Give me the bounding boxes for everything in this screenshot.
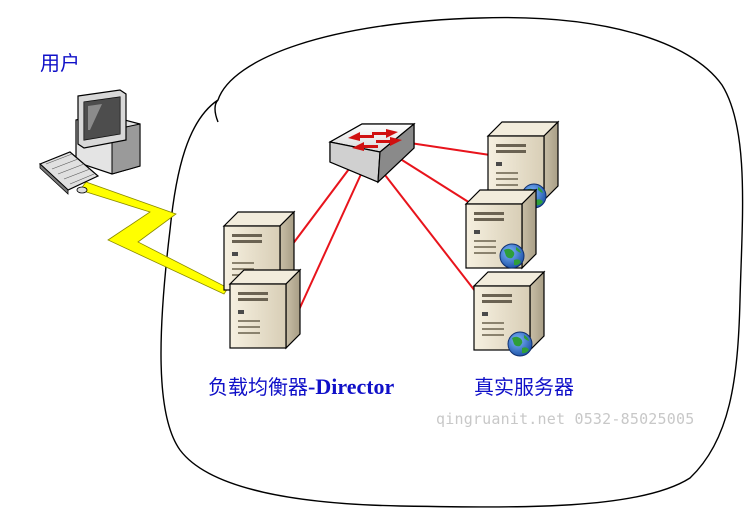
link-to-real-server-3 (384, 174, 483, 301)
computer-icon (38, 89, 141, 195)
real-server-3 (473, 271, 545, 357)
link-to-director-1 (291, 164, 353, 246)
server-icon (487, 121, 559, 201)
director-label: 负载均衡器-Director (208, 374, 395, 399)
server-icon (229, 269, 301, 349)
switch-links (291, 142, 491, 313)
watermark-text: qingruanit.net 0532-85025005 (436, 410, 695, 428)
network-cloud-boundary (160, 16, 744, 508)
globe-icon (507, 331, 533, 357)
real-servers-label: 真实服务器 (474, 375, 574, 399)
network-switch-icon (328, 122, 416, 184)
link-to-director-2 (297, 171, 363, 313)
link-to-real-server-1 (409, 142, 491, 156)
user-label: 用户 (40, 51, 80, 75)
director-label-cn: 负载均衡器 (208, 375, 308, 399)
director-server-2 (229, 269, 301, 349)
director-label-en: -Director (308, 374, 395, 399)
globe-icon (499, 243, 525, 269)
link-to-real-server-2 (401, 159, 479, 209)
lightning-link-icon (79, 181, 229, 295)
real-server-2 (465, 189, 537, 269)
